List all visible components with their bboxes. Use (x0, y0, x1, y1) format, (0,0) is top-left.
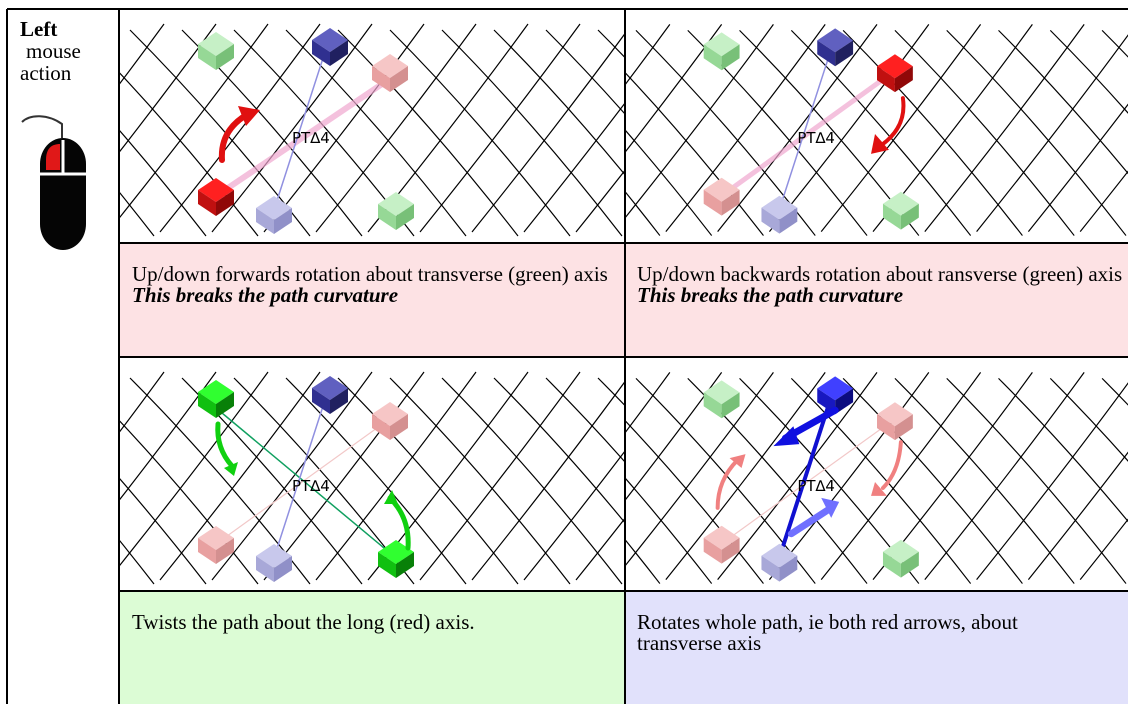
rotate-arrow-icon-2 (787, 497, 840, 538)
caption-text: Twists the path about the long (red) axi… (132, 610, 475, 634)
side-title: Left (20, 17, 58, 41)
image-backwards-rotation: PT∆4 (626, 10, 1128, 242)
image-rotate-whole: PT∆4 (626, 358, 1128, 590)
red-cube-low (703, 177, 740, 216)
rotation-arrow-icon (218, 106, 260, 163)
image-twist: PT∆4 (120, 358, 624, 590)
rotate-arrow-icon-4 (871, 440, 903, 496)
blue-cube (817, 376, 854, 415)
caption-emphasis: This breaks the path curvature (132, 283, 399, 307)
point-label: PT∆4 (292, 129, 330, 147)
caption-emphasis: This breaks the path curvature (637, 283, 904, 307)
caption-rotate-whole: Rotates whole path, ie both red arrows, … (626, 592, 1128, 704)
green-cube (198, 380, 234, 418)
pale-blue-cube (256, 544, 292, 582)
grid-lines (120, 371, 624, 585)
image-forwards-rotation: PT∆4 (120, 10, 624, 242)
pale-blue-cube (256, 196, 292, 234)
caption-backwards-rotation: Up/down backwards rotation about ransver… (626, 244, 1128, 356)
side-line-action: action (20, 61, 72, 85)
blue-cube (817, 28, 854, 67)
pale-blue-cube (761, 195, 798, 234)
caption-text: Up/down backwards rotation about ransver… (637, 262, 1123, 286)
green-cube (703, 32, 740, 71)
blue-cube (312, 28, 348, 66)
green-cube (703, 380, 740, 419)
mouse-icon (21, 115, 86, 250)
red-cube (372, 402, 408, 440)
red-cube (372, 54, 408, 92)
caption-text-2: transverse axis (637, 631, 762, 655)
red-cube-low (198, 526, 234, 564)
green-cube-low (882, 539, 919, 578)
side-line-mouse: mouse (26, 39, 81, 63)
caption-text: Up/down forwards rotation about transver… (132, 262, 608, 286)
point-label: PT∆4 (292, 477, 330, 495)
red-cube-low (703, 525, 740, 564)
caption-text: Rotates whole path, ie both red arrows, … (637, 610, 1018, 634)
blue-cube (312, 376, 348, 414)
twist-arrow-icon-2 (384, 490, 411, 551)
side-column: Left mouse action (8, 8, 118, 704)
green-cube-low (378, 540, 414, 578)
caption-twist: Twists the path about the long (red) axi… (120, 592, 624, 704)
red-cube (877, 402, 913, 441)
rotate-arrow-icon-3 (715, 454, 746, 510)
green-cube (198, 32, 234, 70)
rotate-arrow-icon (773, 406, 839, 447)
caption-forwards-rotation: Up/down forwards rotation about transver… (120, 244, 624, 356)
red-cube-low (198, 178, 234, 216)
point-label: PT∆4 (797, 477, 835, 495)
point-label: PT∆4 (797, 129, 835, 147)
rotation-arrow-icon (871, 96, 906, 154)
grid-lines (626, 24, 1128, 236)
pale-blue-cube (761, 543, 798, 582)
twist-arrow-icon (215, 421, 238, 476)
green-cube-low (882, 191, 919, 230)
green-cube-low (378, 192, 414, 230)
